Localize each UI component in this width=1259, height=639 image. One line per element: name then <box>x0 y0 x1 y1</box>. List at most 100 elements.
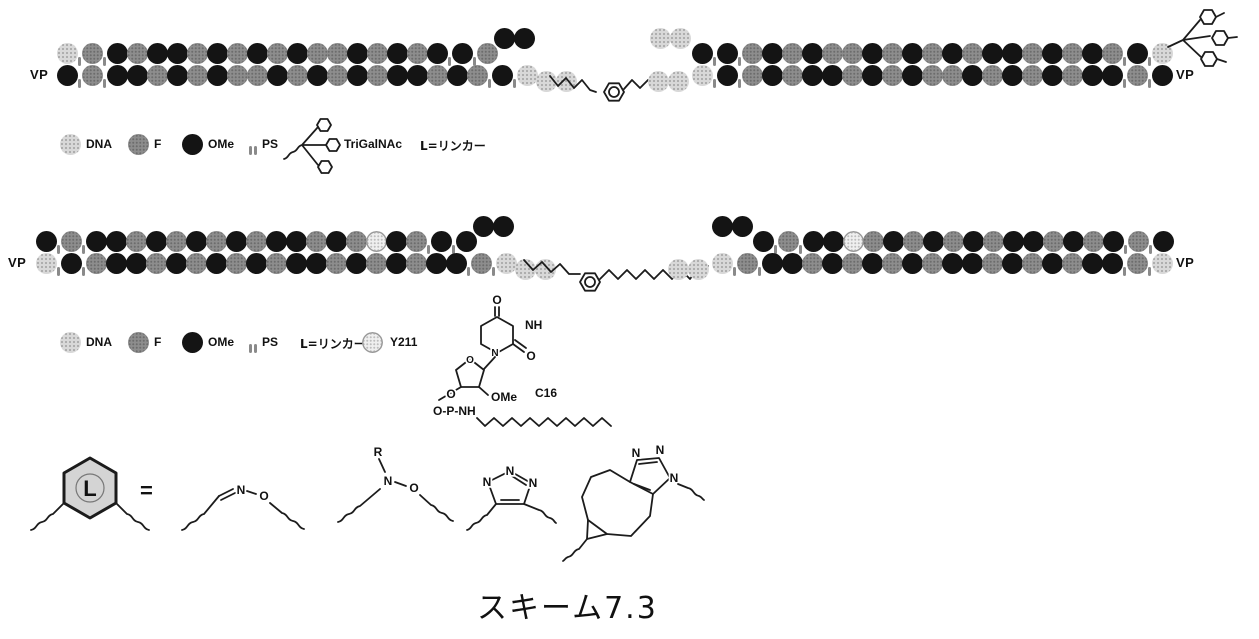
ome-bead <box>86 230 107 252</box>
ps-linkage-mark <box>427 244 430 254</box>
y211-bead <box>366 230 387 252</box>
triazole-linker-structure: N N N <box>466 462 557 531</box>
dna-legend-swatch <box>60 133 81 155</box>
attachment-wavy-bond <box>181 495 220 531</box>
f-legend-label: F <box>154 137 162 151</box>
f-bead <box>406 230 427 252</box>
f-bead <box>842 42 863 64</box>
f-bead <box>166 230 187 252</box>
oxime-nitrogen-label: N <box>237 483 246 497</box>
imine-double-bond <box>218 488 236 501</box>
ome-bead <box>36 230 57 252</box>
ps-legend-label: PS <box>262 137 279 151</box>
ome-bead <box>1103 230 1124 252</box>
ome-bead <box>963 230 984 252</box>
ome-bead <box>762 252 783 274</box>
ps-linkage-mark <box>78 78 81 88</box>
f-bead <box>86 252 107 274</box>
f-bead <box>147 64 168 86</box>
f-bead <box>128 331 149 353</box>
ps-linkage-mark <box>103 56 106 66</box>
ome-bead <box>1102 64 1123 86</box>
f-bead <box>903 230 924 252</box>
ome-bead <box>732 215 753 237</box>
f-bead <box>1128 230 1149 252</box>
ome-bead <box>287 42 308 64</box>
galnac-sugar-icon <box>317 160 333 174</box>
ome-legend-label: OMe <box>208 137 235 151</box>
dna-bead <box>515 258 536 280</box>
f-bead <box>922 252 943 274</box>
dna-bead <box>60 133 81 155</box>
fig1-right-top-strand <box>692 42 1173 66</box>
fig2-right-lead-overhang <box>712 215 753 237</box>
f-bead <box>406 252 427 274</box>
ome-bead <box>347 42 368 64</box>
linker-l-label: L <box>83 476 96 501</box>
bcn-n2-label: N <box>656 443 665 457</box>
linker-inner-circle <box>75 473 105 503</box>
ome-bead <box>883 230 904 252</box>
attachment-wavy-bond <box>115 502 150 531</box>
attachment-wavy-bond <box>523 503 557 524</box>
oxime-linker-structure: N O <box>181 481 305 531</box>
ome-bead <box>902 64 923 86</box>
glycosidic-bond <box>483 356 496 370</box>
f-bead <box>863 230 884 252</box>
f-bead <box>737 252 758 274</box>
ome-bead <box>762 42 783 64</box>
ome-bead <box>862 42 883 64</box>
ome-bead <box>182 133 203 155</box>
f-bead <box>267 42 288 64</box>
uracil-ring <box>480 316 514 354</box>
dna-bead <box>692 64 713 86</box>
c16-chain-label: C16 <box>535 386 557 400</box>
dna-bead <box>60 331 81 353</box>
ome-bead <box>493 215 514 237</box>
fig2-right-top-strand <box>753 230 1174 254</box>
galnac-sugar-icon <box>1211 30 1229 46</box>
f-bead <box>227 64 248 86</box>
linker-hexagon <box>62 456 118 520</box>
bcn-n3-label: N <box>670 471 679 485</box>
ome-bead <box>107 64 128 86</box>
ome-bead <box>387 64 408 86</box>
ome-bead <box>717 42 738 64</box>
uracil-nh-label: NH <box>525 318 542 332</box>
ps-legend-label: PS <box>262 335 279 349</box>
f-bead <box>467 64 488 86</box>
ome-legend-swatch <box>182 331 203 353</box>
c16-nucleoside-structure: O NH O N O OMe C16 O O-P-NH <box>431 291 612 427</box>
fig2-right-bottom-strand <box>712 252 1173 276</box>
triazole-n2-label: N <box>506 464 515 478</box>
ome-bead <box>347 64 368 86</box>
f-bead <box>1043 230 1064 252</box>
f-bead <box>127 42 148 64</box>
ps-linkage-mark <box>103 78 106 88</box>
ome-bead <box>386 252 407 274</box>
ome-bead <box>106 230 127 252</box>
f-bead <box>366 252 387 274</box>
f-bead <box>306 230 327 252</box>
ps-linkage-mark <box>713 78 716 88</box>
galnac-sugar-icon <box>1199 9 1217 25</box>
ome-bead <box>1002 252 1023 274</box>
ps-linkage-mark <box>488 78 491 88</box>
linker-core-structure: L <box>30 456 150 531</box>
ps-linkage-mark <box>78 56 81 66</box>
triazole-double-bonds <box>500 475 527 501</box>
f-bead <box>327 64 348 86</box>
ome-bead <box>902 42 923 64</box>
f-bead <box>61 230 82 252</box>
aminoxy-linker-structure: R N O <box>337 443 454 523</box>
vp-label-fig1-left: VP <box>30 67 49 82</box>
ome-bead <box>126 252 147 274</box>
galnac-stub-bonds <box>1215 12 1238 63</box>
ome-bead <box>942 42 963 64</box>
fused-triazole-ring <box>629 457 671 495</box>
ps-linkage-mark <box>473 56 476 66</box>
uracil-n1-label: N <box>491 348 498 359</box>
trigalnac-legend-structure <box>283 118 341 174</box>
benzene-aromatic-circle <box>584 276 596 288</box>
f-bead <box>942 64 963 86</box>
